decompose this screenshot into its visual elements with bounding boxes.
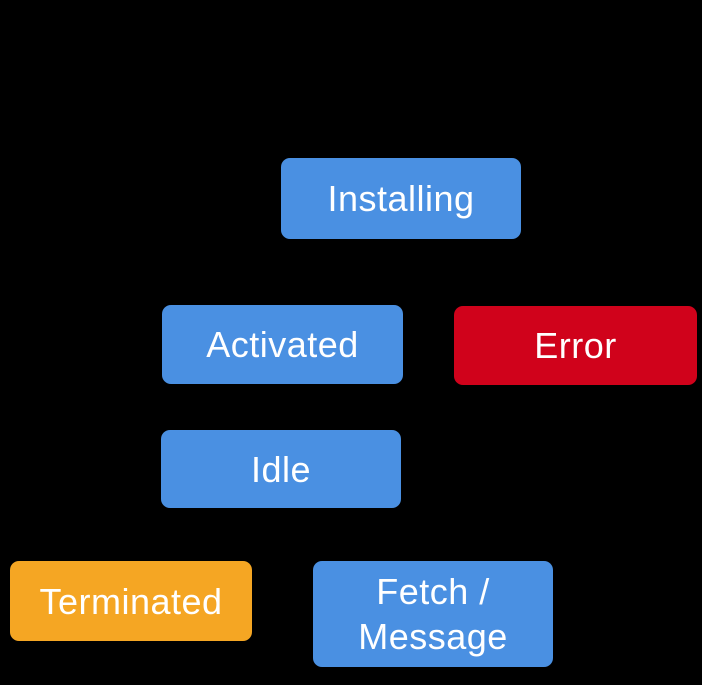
state-label-installing: Installing xyxy=(327,178,475,219)
state-label-idle: Idle xyxy=(250,448,312,490)
state-node-error: Error xyxy=(454,306,697,385)
state-node-terminated: Terminated xyxy=(10,561,252,641)
state-label-message: Message xyxy=(358,616,508,657)
state-label-terminated: Terminated xyxy=(39,580,223,622)
state-node-fetch-message: Fetch / Message xyxy=(313,561,553,667)
state-label-fetch: Fetch / xyxy=(376,571,490,612)
state-label-activated: Activated xyxy=(206,324,359,365)
state-label-error: Error xyxy=(534,325,617,366)
state-node-activated: Activated xyxy=(162,305,403,384)
state-node-idle: Idle xyxy=(161,430,401,508)
state-node-installing: Installing xyxy=(281,158,521,239)
